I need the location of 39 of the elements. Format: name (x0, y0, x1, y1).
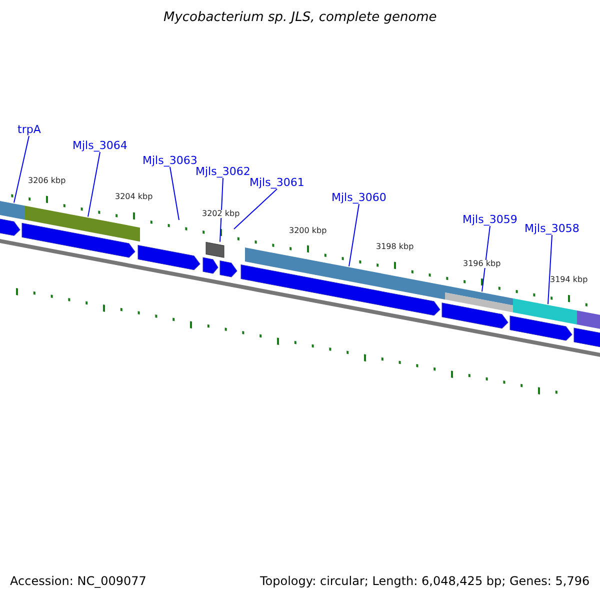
scale-label: 3206 kbp (28, 176, 66, 185)
leader-line (548, 234, 552, 305)
leader-line (170, 166, 180, 220)
cds-feature-bar (574, 328, 600, 348)
gene-label: Mjls_3058 (524, 223, 580, 234)
cds-feature-bar (22, 222, 136, 258)
gene-label: Mjls_3064 (72, 140, 128, 151)
cds-feature-bar (0, 216, 20, 236)
cds-feature-bar (138, 244, 200, 270)
leader-line (88, 152, 100, 218)
gene-label: Mjls_3063 (142, 155, 198, 166)
footer-text: Accession: NC_009077 (10, 575, 146, 587)
gene-label: Mjls_3061 (250, 177, 304, 188)
gene-label: Mjls_3062 (196, 166, 250, 177)
scale-label: 3204 kbp (115, 193, 153, 202)
footer-text: Topology: circular; Length: 6,048,425 bp; Genes: 5,796 (260, 575, 590, 587)
scale-label: 3200 kbp (289, 226, 327, 235)
gene-label: Mjls_3060 (332, 192, 386, 203)
scale-label: 3202 kbp (202, 210, 240, 218)
cds-feature-bar (220, 260, 238, 278)
leader-line (348, 204, 360, 267)
leader-line (220, 178, 224, 242)
cds-feature-bar (442, 302, 508, 329)
gene-feature-bar (577, 310, 600, 330)
cds-feature-bar (240, 264, 440, 316)
leader-line (234, 188, 278, 230)
cds-feature-bar (202, 257, 218, 274)
title: Mycobacterium sp. JLS, complete genome (164, 11, 437, 24)
gene-feature-bar (0, 200, 25, 220)
gene-label: trpA (18, 124, 41, 135)
leader-line (482, 226, 490, 292)
leader-line (14, 136, 30, 204)
gene-feature-box (206, 242, 224, 258)
gene-feature-bar (513, 298, 577, 325)
scale-label: 3198 kbp (376, 243, 414, 252)
scale-label: 3196 kbp (463, 260, 501, 268)
scale-label: 3194 kbp (550, 276, 588, 284)
gene-label: Mjls_3059 (462, 214, 518, 225)
gene-feature-bar (445, 285, 513, 312)
